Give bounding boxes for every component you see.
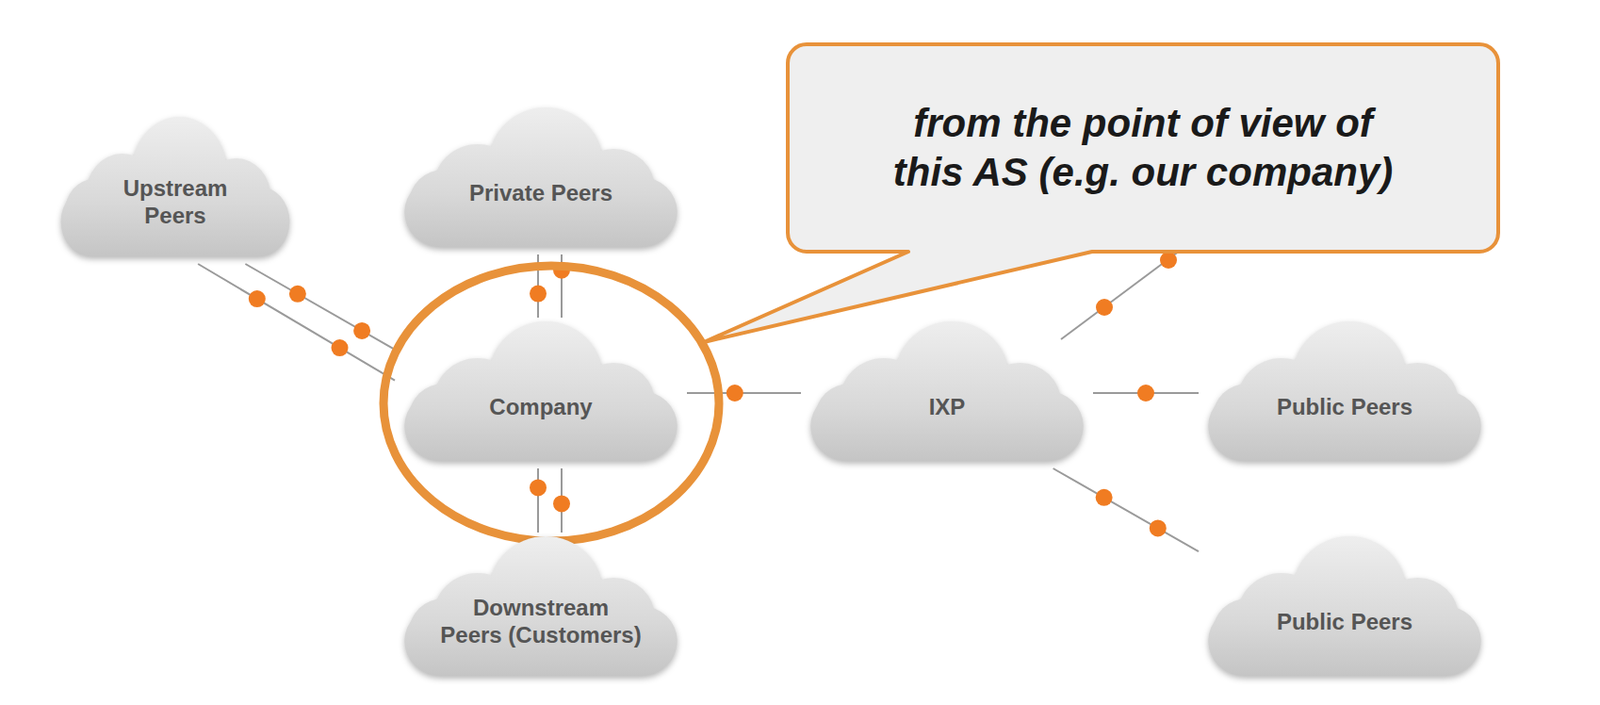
peering-link-group	[1053, 468, 1199, 552]
peering-link-group	[1093, 384, 1199, 402]
link-dot	[353, 322, 371, 340]
callout-shape	[785, 42, 1501, 254]
link-dot	[1159, 251, 1177, 269]
node-label: from the point of view of this AS (e.g. …	[893, 98, 1394, 198]
link-dot	[248, 290, 266, 308]
link-dot	[1095, 489, 1113, 507]
link-dot	[1095, 298, 1113, 316]
node-label: Public Peers	[1276, 608, 1413, 637]
node-label: IXP	[929, 393, 966, 422]
peering-link-group	[553, 468, 571, 533]
node-label: Downstream Peers (Customers)	[440, 594, 641, 650]
edge-layer	[197, 254, 1199, 552]
node-label: Public Peers	[1276, 393, 1413, 422]
node-label: Company	[489, 393, 592, 422]
cloud-shape	[1198, 317, 1491, 469]
cloud-shape	[394, 317, 687, 469]
link-dot	[1137, 384, 1155, 402]
peering-link	[686, 391, 801, 394]
link-line	[1061, 250, 1180, 340]
highlight-ellipse	[383, 265, 719, 541]
node-label: Upstream Peers	[123, 175, 229, 230]
peering-link	[244, 263, 395, 350]
cloud-node: Downstream Peers (Customers)	[394, 532, 687, 684]
cloud-node: Public Peers	[1198, 532, 1491, 684]
peering-link-group	[686, 384, 801, 402]
cloud-shape	[394, 103, 687, 255]
cloud-node: IXP	[800, 317, 1094, 469]
link-dot	[1149, 519, 1167, 537]
cloud-shape	[800, 317, 1094, 469]
peering-link	[197, 263, 395, 381]
ixp-extra-link	[1061, 250, 1180, 340]
link-dot	[289, 285, 307, 303]
link-dot	[529, 285, 547, 303]
node-label: Private Peers	[469, 179, 613, 208]
link-dot	[331, 339, 349, 357]
link-dot	[529, 478, 547, 496]
link-dot	[726, 384, 744, 402]
cloud-node: Public Peers	[1198, 317, 1491, 469]
cloud-node: Private Peers	[394, 103, 687, 255]
peering-link-group	[529, 468, 547, 533]
peering-link	[1053, 468, 1199, 552]
peering-link-group	[244, 263, 395, 350]
callout-box: from the point of view of this AS (e.g. …	[785, 42, 1501, 254]
peering-link	[537, 468, 539, 533]
peering-link-group	[197, 263, 395, 381]
cloud-node: Upstream Peers	[52, 113, 298, 264]
cloud-node: Company	[394, 317, 687, 469]
cloud-shape	[1198, 532, 1491, 684]
link-dot	[553, 494, 571, 512]
